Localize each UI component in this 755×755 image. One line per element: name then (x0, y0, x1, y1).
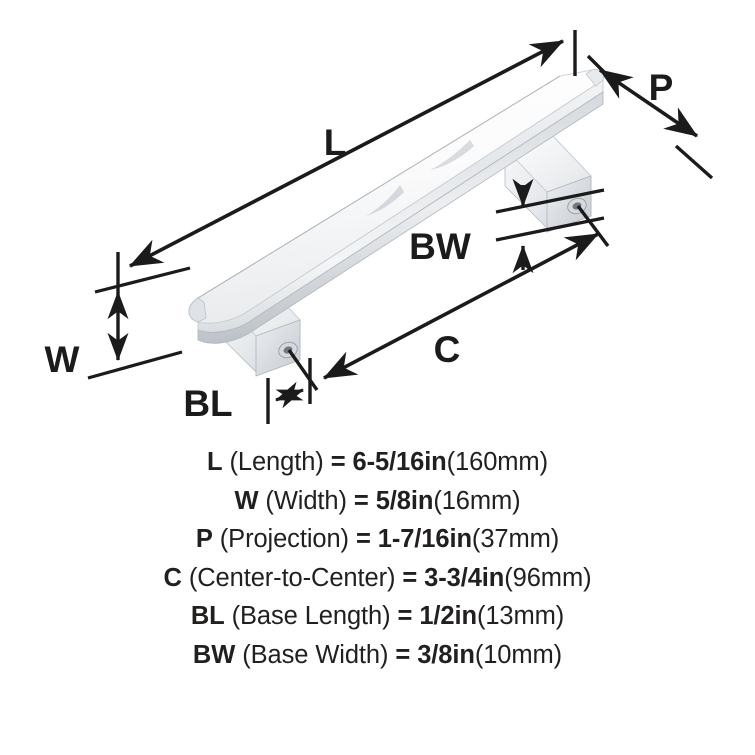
dimension-label-BW: BW (409, 226, 471, 267)
spec-row-center-to-center: C (Center-to-Center) = 3-3/4in(96mm) (0, 559, 755, 598)
spec-imperial-BW: 3/8in (417, 640, 475, 669)
P-extension-tick-lower (674, 144, 714, 180)
spec-equals-C: = (402, 563, 418, 592)
dimension-width-W: W (45, 266, 191, 380)
handle-illustration (188, 69, 605, 377)
P-dimension-arrow (598, 68, 699, 138)
spec-key-P: P (195, 525, 213, 553)
spec-key-W: W (234, 486, 259, 515)
W-extension-line-lower (87, 350, 183, 380)
spec-imperial-L: 6-5/16in (352, 448, 447, 476)
spec-equals-P: = (355, 525, 371, 553)
specification-list: L (Length) = 6-5/16in(160mm) W (Width) =… (0, 443, 755, 674)
spec-key-BL: BL (190, 602, 225, 630)
C-dimension-arrow (323, 232, 599, 380)
spec-equals-BL: = (397, 602, 413, 630)
dimension-label-W: W (45, 339, 80, 380)
spec-equals-L: = (330, 448, 346, 476)
spec-name-W: (Width) (265, 486, 347, 515)
spec-key-BW: BW (192, 640, 236, 669)
spec-imperial-C: 3-3/4in (424, 563, 505, 592)
spec-equals-BW: = (395, 640, 411, 669)
spec-name-P: (Projection) (219, 525, 349, 553)
spec-key-L: L (207, 448, 223, 476)
W-extension-line-upper (94, 266, 191, 294)
spec-metric-BL: (13mm) (476, 602, 565, 630)
dimension-label-C: C (434, 329, 461, 370)
bar-left-end-cap (188, 297, 207, 323)
bar-lower-facet (197, 91, 604, 344)
spec-name-C: (Center-to-Center) (188, 563, 396, 592)
L-dimension-arrow (129, 39, 564, 268)
spec-imperial-P: 1-7/16in (377, 525, 472, 553)
spec-row-length: L (Length) = 6-5/16in(160mm) (0, 443, 755, 482)
dimension-base-length-BL: BL (183, 358, 312, 424)
BL-dimension-arrow (275, 381, 304, 409)
spec-metric-BW: (10mm) (474, 640, 563, 669)
spec-metric-L: (160mm) (446, 448, 548, 476)
spec-imperial-W: 5/8in (375, 486, 434, 515)
left-post-end-face (255, 319, 301, 377)
BW-extension-line-upper (495, 188, 605, 214)
dimension-label-BL: BL (183, 383, 232, 424)
dimension-label-P: P (649, 67, 674, 108)
spec-row-base-length: BL (Base Length) = 1/2in(13mm) (0, 597, 755, 636)
spec-name-L: (Length) (229, 448, 324, 476)
spec-row-width: W (Width) = 5/8in(16mm) (0, 482, 755, 521)
C-extension-tick-left (287, 349, 319, 391)
spec-name-BW: (Base Width) (242, 640, 389, 669)
spec-metric-C: (96mm) (504, 563, 592, 592)
spec-key-C: C (163, 563, 182, 592)
spec-imperial-BL: 1/2in (419, 602, 477, 630)
spec-metric-P: (37mm) (471, 525, 560, 553)
dimension-center-to-center-C: C (287, 204, 610, 391)
handle-dimension-drawing: L P BW W C (45, 30, 714, 424)
dimension-label-L: L (324, 122, 347, 163)
spec-equals-W: = (353, 486, 369, 515)
spec-row-projection: P (Projection) = 1-7/16in(37mm) (0, 520, 755, 559)
spec-metric-W: (16mm) (433, 486, 521, 515)
dimension-projection-P: P (586, 54, 714, 180)
spec-name-BL: (Base Length) (231, 602, 391, 630)
spec-row-base-width: BW (Base Width) = 3/8in(10mm) (0, 636, 755, 675)
C-extension-tick-right (576, 204, 610, 248)
